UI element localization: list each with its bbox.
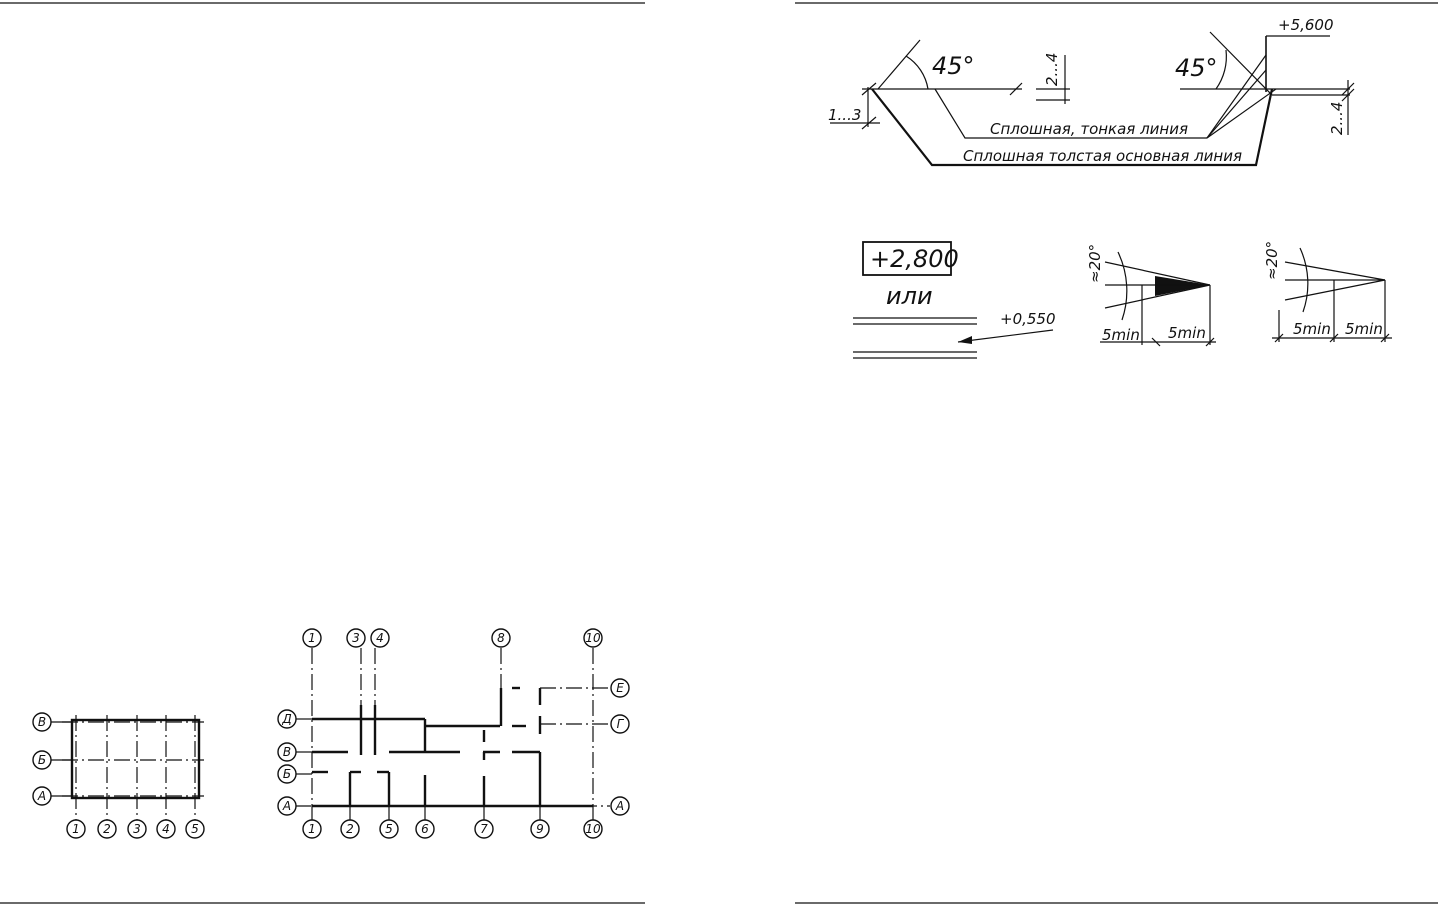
grid-col-5: 5	[191, 822, 199, 836]
elevation-mark-diagram: 45° 1...3 2...4 2...4 45° +5,600 Сплошна…	[828, 16, 1355, 167]
plan-walls	[312, 686, 593, 808]
grid-row-a: А	[37, 789, 46, 803]
plan-bottom-2: 2	[346, 822, 354, 836]
plan-bottom-6: 6	[421, 822, 429, 836]
plan-left-v: В	[283, 745, 291, 759]
angle-right-label: 45°	[1175, 54, 1218, 82]
plan-bottom-bubbles: 1 2 5 6 7 9 10	[302, 806, 603, 839]
plan-right-e: Е	[616, 681, 624, 695]
dim-a1: 5min	[1102, 326, 1140, 344]
simple-axis-grid	[62, 715, 204, 820]
plan-bottom-7: 7	[480, 822, 488, 836]
plan-top-1: 1	[308, 631, 316, 645]
angle-a: ≈20°	[1086, 244, 1104, 283]
grid-col-4: 4	[162, 822, 170, 836]
arrow-spec-filled: ≈20° 5min 5min	[1086, 244, 1216, 347]
plan-top-10: 10	[585, 631, 601, 645]
thick-line-caption: Сплошная толстая основная линия	[963, 147, 1242, 165]
arrow-spec-open: ≈20° 5min 5min	[1263, 241, 1392, 343]
plan-bottom-10: 10	[585, 822, 601, 836]
simple-grid-col-bubbles: 1 2 3 4 5	[66, 819, 205, 839]
plan-left-bubbles: Д В Б А	[277, 709, 312, 816]
dim-b2: 5min	[1345, 320, 1383, 338]
boxed-level: +2,800	[870, 245, 959, 273]
dim-a2: 5min	[1168, 324, 1206, 342]
plan-top-3: 3	[352, 631, 360, 645]
grid-col-3: 3	[133, 822, 141, 836]
plan-left-b: Б	[283, 767, 291, 781]
dim-left-small: 1...3	[828, 106, 861, 124]
or-text: или	[886, 282, 933, 310]
plan-bottom-9: 9	[536, 822, 544, 836]
plan-top-4: 4	[376, 631, 384, 645]
plan-top-bubbles: 1 3 4 8 10	[302, 628, 603, 648]
plan-right-a: А	[615, 799, 624, 813]
plan-right-g: Г	[617, 717, 625, 731]
simple-grid-row-bubbles: В Б А	[32, 712, 72, 806]
level-top-right: +5,600	[1278, 16, 1334, 34]
plan-bottom-5: 5	[385, 822, 393, 836]
dim-mid-small: 2...4	[1043, 53, 1061, 86]
grid-col-1: 1	[72, 822, 80, 836]
angle-b: ≈20°	[1263, 241, 1281, 280]
thin-line-caption: Сплошная, тонкая линия	[990, 120, 1188, 138]
grid-row-b: Б	[38, 753, 46, 767]
grid-row-v: В	[38, 715, 46, 729]
boxed-level-frame	[862, 241, 952, 276]
dim-b1: 5min	[1293, 320, 1331, 338]
level-examples: +2,800 или +0,550	[853, 241, 1056, 359]
dim-right-small: 2...4	[1328, 102, 1346, 135]
plan-bottom-1: 1	[308, 822, 316, 836]
plan-right-bubbles: Е Г А	[610, 678, 630, 816]
plan-top-8: 8	[497, 631, 505, 645]
grid-col-2: 2	[103, 822, 111, 836]
plan-left-a: А	[282, 799, 291, 813]
leader-level: +0,550	[1000, 310, 1056, 328]
plan-left-d: Д	[281, 712, 291, 726]
plan-axis-lines	[295, 648, 610, 820]
angle-left-label: 45°	[932, 52, 975, 80]
